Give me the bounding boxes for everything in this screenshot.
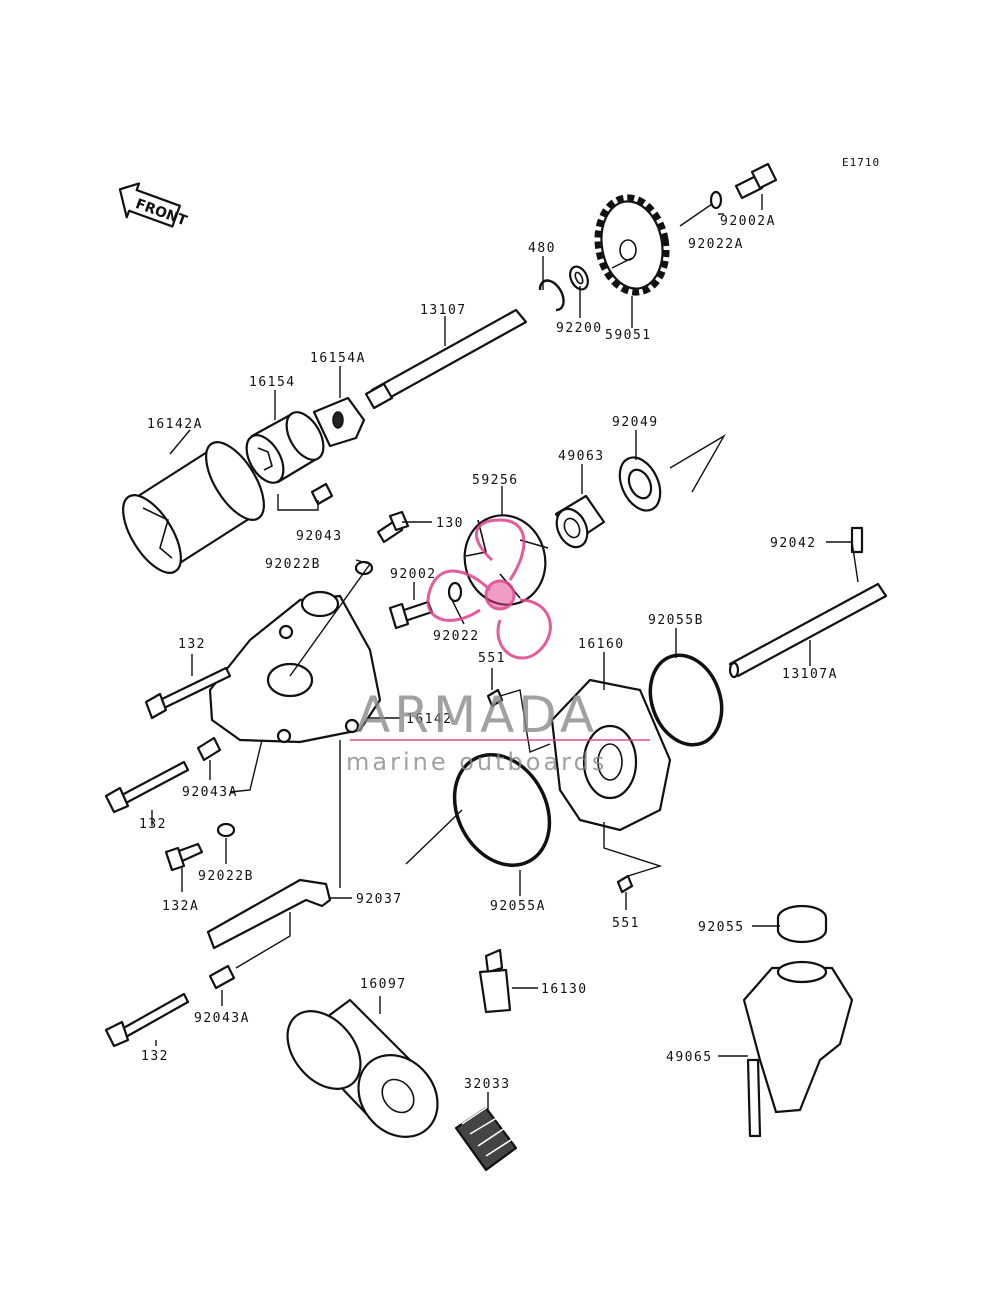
label-16160: 16160 [578,637,625,652]
label-132-b: 132 [139,817,167,832]
label-132-a: 132 [178,637,206,652]
pump-sprocket-part [594,194,670,296]
pump-body-part [208,590,382,744]
label-92043a-bottom: 92043A [194,1011,250,1026]
bolt-132-b-part [104,760,190,814]
label-16142: 16142 [406,712,453,727]
impeller-part [463,514,549,606]
circlip-part [538,279,565,312]
label-92200: 92200 [556,321,603,336]
label-92022a: 92022A [688,237,744,252]
washer-92022b-bottom-part [216,822,236,838]
propeller-logo-icon [426,518,552,660]
bolt-130-part [376,510,410,544]
label-49065: 49065 [666,1050,713,1065]
label-480: 480 [528,241,556,256]
leader-lines [151,194,859,1110]
bolt-132-a-part [144,666,232,720]
watermark-tagline: marine outboards [346,748,607,776]
label-132-c: 132 [141,1049,169,1064]
bracket-part [206,878,332,950]
oil-pickup-part [742,960,854,1138]
oil-seal-part [554,494,606,549]
label-551-bottom: 551 [612,916,640,931]
outer-rotor-part [245,411,325,484]
label-32033: 32033 [464,1077,511,1092]
label-92043a-top: 92043A [182,785,238,800]
label-16154: 16154 [249,375,296,390]
label-92049: 92049 [612,415,659,430]
label-92002a: 92002A [720,214,776,229]
label-59256: 59256 [472,473,519,488]
label-92055b: 92055B [648,613,704,628]
part-labels: 16142A 16154 16154A 13107 480 92200 5905… [139,214,838,1092]
spring-part [454,1103,518,1172]
pin-551-top-part [486,688,504,708]
front-arrow-icon: FRONT [118,182,189,230]
label-16130: 16130 [541,982,588,997]
washer-92022a-part [709,190,723,210]
label-16142a: 16142A [147,417,203,432]
watermark-brand: ARMADA [356,686,598,744]
bolt-92002a-part [734,162,778,200]
diagram-code: E1710 [842,156,880,169]
o-ring-92055b-part [648,653,724,747]
label-16097: 16097 [360,977,407,992]
washer-92022-part [447,581,463,603]
pump-shaft-part [364,308,528,410]
strainer-cylinder-part [122,441,265,574]
pin-551-bottom-part [616,874,634,894]
bolt-132a-part [164,842,204,872]
label-16154a: 16154A [310,351,366,366]
label-92002: 92002 [390,567,437,582]
label-92022: 92022 [433,629,480,644]
label-13107a: 13107A [782,667,838,682]
label-92055a: 92055A [490,899,546,914]
label-551-top: 551 [478,651,506,666]
pump-cover-part [550,678,672,832]
dowel-92043a-top-part [196,736,222,762]
label-92043: 92043 [296,529,343,544]
shaft-13107a-part [728,582,888,679]
bolt-92002-part [388,600,434,630]
label-132a: 132A [162,899,199,914]
o-ring-92055a-part [452,753,552,867]
oil-filter-part [286,998,439,1138]
label-92022b-top: 92022B [265,557,321,572]
dowel-92043a-bottom-part [208,964,236,990]
pressure-switch-part [478,948,512,1014]
armada-watermark: ARMADA marine outboards [346,518,650,776]
label-92042: 92042 [770,536,817,551]
washer-92200-part [569,265,589,291]
dowel-92043-part [310,482,334,506]
bearing-part [618,456,662,512]
bolt-132-c-part [104,992,190,1048]
label-13107: 13107 [420,303,467,318]
label-92022b-bottom: 92022B [198,869,254,884]
label-49063: 49063 [558,449,605,464]
label-92037: 92037 [356,892,403,907]
label-92055: 92055 [698,920,745,935]
label-59051: 59051 [605,328,652,343]
label-130: 130 [436,516,464,531]
inner-rotor-part [312,396,366,448]
cap-92055-part [776,904,828,944]
